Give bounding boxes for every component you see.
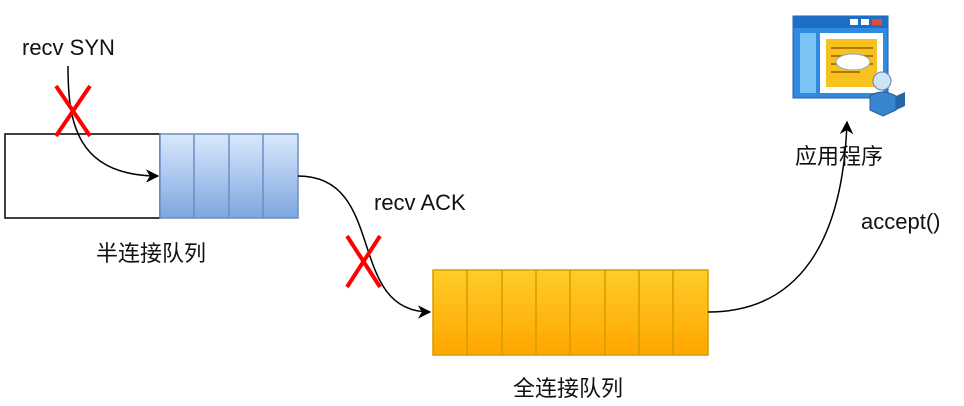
full-connection-queue	[432, 269, 709, 356]
drop-x-icon	[54, 84, 92, 138]
half-connection-queue	[4, 133, 299, 219]
application-window-user-icon	[792, 15, 905, 117]
accept-label: accept()	[861, 209, 941, 234]
drop-x-icon	[345, 234, 382, 289]
recv-syn-label: recv SYN	[22, 35, 115, 60]
full-queue-label: 全连接队列	[513, 377, 624, 402]
recv-ack-arrow	[297, 175, 432, 319]
half-queue-label: 半连接队列	[96, 242, 207, 267]
recv-syn-arrow	[67, 65, 160, 183]
application-label: 应用程序	[795, 145, 884, 170]
half-queue-empty-area	[4, 133, 161, 219]
recv-ack-label: recv ACK	[374, 190, 466, 215]
accept-arrow	[707, 120, 854, 313]
